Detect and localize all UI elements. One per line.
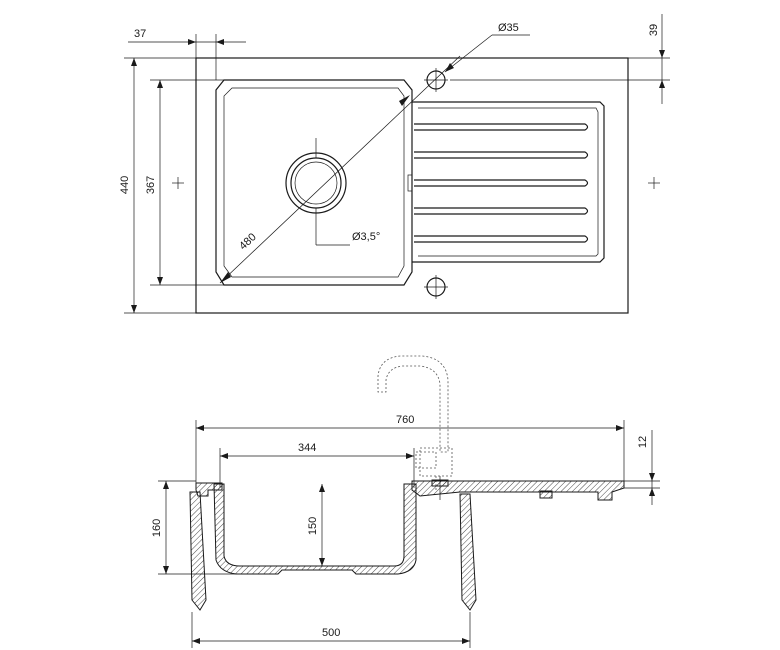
dim-bowl-width-label: 344 [298, 442, 316, 454]
dim-hole-label: Ø35 [498, 22, 519, 34]
bowl-inner [223, 87, 405, 278]
drain-inner [294, 161, 338, 205]
dim-flange-label: 37 [134, 28, 146, 40]
dim-bowl-depth-label: 367 [145, 176, 157, 194]
dim-thickness-label: 12 [637, 436, 649, 448]
drain-middle [290, 157, 342, 209]
cabinet-left-wall [189, 491, 207, 611]
drainboard-grooves [414, 123, 589, 243]
dim-height-label: 160 [151, 519, 163, 537]
dim-total-depth-label: 440 [119, 176, 131, 194]
dim-total-length-label: 760 [396, 414, 414, 426]
bowl-outer [215, 79, 413, 286]
side-view: 760 344 12 160 [151, 355, 660, 648]
sink-outer-outline [195, 57, 629, 314]
dim-top-offset-label: 39 [648, 24, 660, 36]
sink-section-drainboard [411, 480, 625, 501]
sink-section-bowl [213, 483, 417, 575]
dim-drain-angle-label: Ø3,5° [352, 231, 380, 243]
cabinet-right-wall [459, 493, 477, 611]
dim-bowl-depth-side-label: 150 [307, 517, 319, 535]
drainboard-outline [412, 101, 605, 263]
dim-cabinet-label: 500 [322, 627, 340, 639]
top-view: 37 Ø35 39 440 367 480 Ø3 [119, 14, 670, 314]
tap-dashed [377, 355, 453, 490]
diagonal-line [219, 55, 461, 284]
